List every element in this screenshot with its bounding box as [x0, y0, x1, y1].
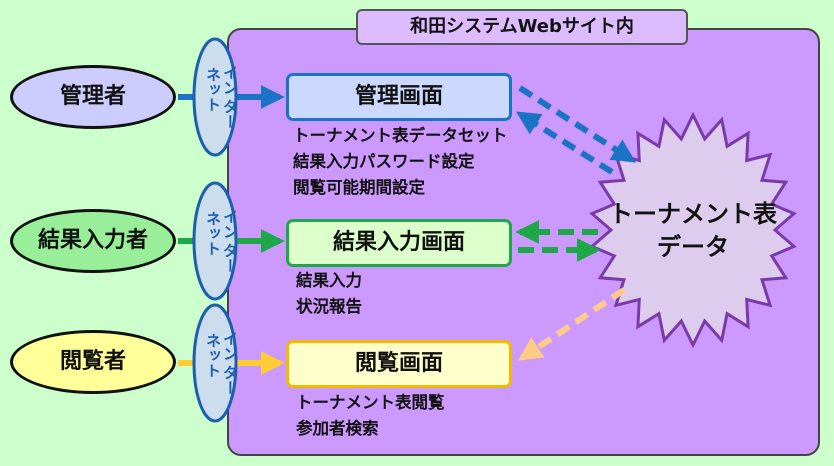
network-label-col2: ネット — [204, 67, 222, 112]
network-label-col1: イン — [221, 331, 239, 361]
admin-feature: 閲覧可能期間設定 — [293, 178, 425, 197]
data-store-line2: データ — [657, 233, 729, 261]
admin-feature: 結果入力パスワード設定 — [293, 152, 475, 171]
tournament-data-store: トーナメント表 データ — [589, 111, 797, 349]
result-input-feature: 結果入力 — [296, 271, 362, 290]
actor-result-input: 結果入力者 — [10, 209, 176, 273]
data-to-admin-arrow — [515, 111, 614, 175]
network-label-col1: イン — [221, 65, 239, 95]
network-label-col2: ネット — [204, 333, 222, 378]
website-boundary-title: 和田システムWebサイト内 — [356, 9, 688, 45]
result-input-screen: 結果入力画面 — [286, 219, 512, 267]
admin-screen: 管理画面 — [286, 73, 512, 121]
network-ellipse-2: イン ネット ター — [192, 181, 239, 301]
network-label-col3: ター — [221, 365, 239, 395]
view-feature: 参加者検索 — [296, 419, 379, 438]
network-label-col3: ター — [221, 99, 239, 129]
actor-admin: 管理者 — [10, 65, 176, 129]
network-label-col1: イン — [221, 209, 239, 239]
view-feature: トーナメント表閲覧 — [296, 393, 445, 412]
actor-viewer: 閲覧者 — [10, 330, 176, 394]
network-ellipse-1: イン ネット ター — [192, 37, 239, 157]
admin-to-data-arrow — [518, 85, 637, 163]
network-ellipse-3: イン ネット ター — [192, 303, 239, 423]
admin-feature: トーナメント表データセット — [293, 126, 508, 145]
data-to-view-arrow — [518, 287, 626, 361]
result-input-feature: 状況報告 — [296, 297, 362, 316]
data-store-line1: トーナメント表 — [609, 200, 778, 228]
view-screen: 閲覧画面 — [286, 340, 512, 388]
network-label-col2: ネット — [204, 211, 222, 256]
network-label-col3: ター — [221, 243, 239, 273]
